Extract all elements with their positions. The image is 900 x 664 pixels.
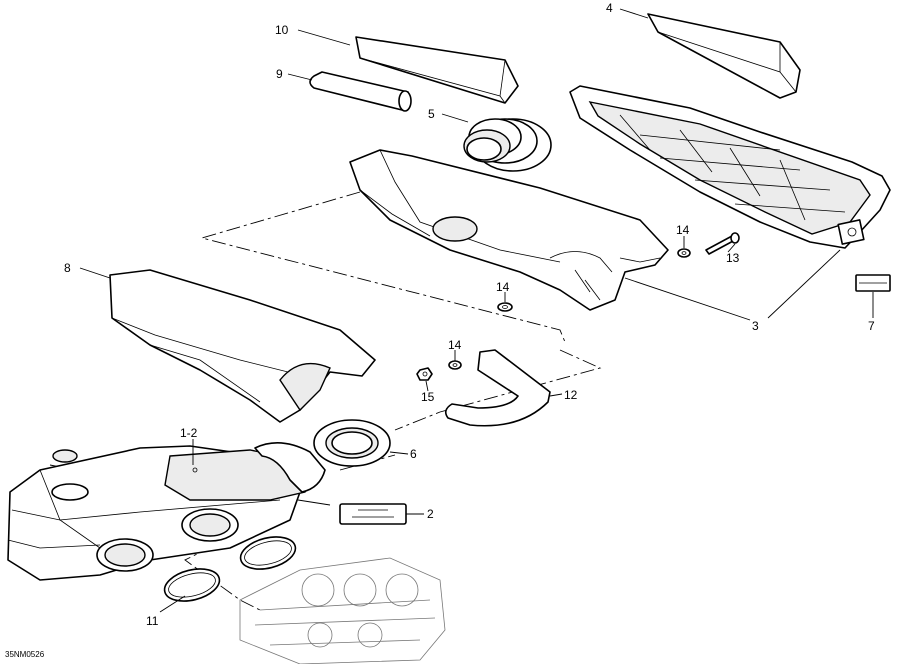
part-2-decal <box>339 503 407 525</box>
part-13-screw <box>705 232 740 255</box>
part-6-ring-seal <box>313 419 391 467</box>
part-15-nut <box>416 367 433 381</box>
part-9-foam-roll <box>309 71 412 112</box>
part-5-rubber-boot <box>463 118 552 172</box>
part-10-foam-strip <box>355 36 519 104</box>
callout-4: 4 <box>606 1 613 15</box>
leader-lines <box>79 8 874 613</box>
part-14-washer-c <box>448 360 462 370</box>
part-4-foam-pad <box>647 13 801 99</box>
callout-3: 3 <box>752 319 759 333</box>
part-7-decal <box>855 274 891 292</box>
callout-14-middle: 14 <box>496 280 510 294</box>
callout-5: 5 <box>428 107 435 121</box>
callout-11: 11 <box>146 614 159 628</box>
part-3-housing-cover <box>569 85 891 249</box>
part-1-2-air-box <box>7 442 326 581</box>
callout-9: 9 <box>276 67 283 81</box>
callout-2: 2 <box>427 507 434 521</box>
callout-8: 8 <box>64 261 71 275</box>
callout-6: 6 <box>410 447 417 461</box>
part-12-bracket <box>444 349 551 427</box>
callout-14-upper: 14 <box>676 223 690 237</box>
callout-15: 15 <box>421 390 435 404</box>
callout-12: 12 <box>564 388 578 402</box>
callout-labels: 10 9 5 4 8 14 13 14 3 7 14 15 12 1-2 6 2… <box>5 1 875 659</box>
engine-reference-ghost <box>239 557 446 664</box>
callout-1-2: 1-2 <box>180 426 198 440</box>
callout-13: 13 <box>726 251 740 265</box>
drawing-reference: 35NM0526 <box>5 650 45 659</box>
part-14-washer-a <box>677 248 691 258</box>
upper-housing <box>349 149 669 311</box>
callout-10: 10 <box>275 23 289 37</box>
part-8-foam <box>109 269 376 423</box>
callout-14-lower: 14 <box>448 338 462 352</box>
part-11-clamps <box>163 536 297 602</box>
callout-7: 7 <box>868 319 875 333</box>
part-14-washer-b <box>497 302 513 312</box>
